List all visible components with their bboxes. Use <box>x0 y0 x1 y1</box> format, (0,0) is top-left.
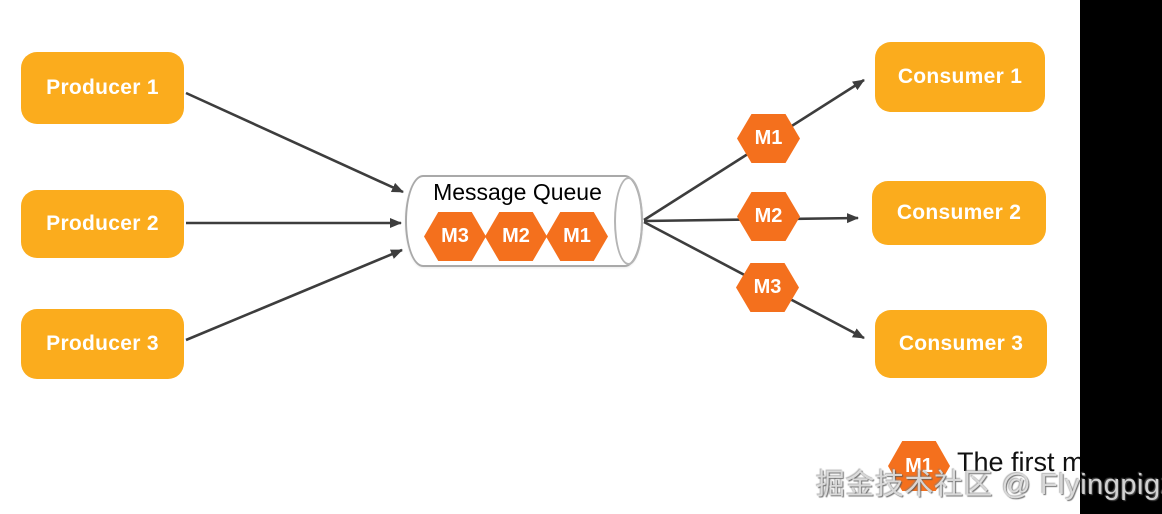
producer-2-label: Producer 2 <box>46 212 159 235</box>
in-flight-message-hexagon: M1 <box>737 114 800 163</box>
consumer-1-node: Consumer 1 <box>875 42 1045 112</box>
producer-1-node: Producer 1 <box>21 52 184 124</box>
arrow-producer3-to-queue <box>185 248 403 342</box>
queued-message-hexagon: M2 <box>485 212 547 261</box>
right-side-bar <box>1080 0 1162 514</box>
legend-message-hexagon: M1 <box>888 441 950 491</box>
producer-2-node: Producer 2 <box>21 190 184 258</box>
producer-1-label: Producer 1 <box>46 76 159 99</box>
legend-message-label: M1 <box>905 454 933 477</box>
in-flight-message-label: M1 <box>754 127 783 149</box>
in-flight-message-label: M2 <box>754 205 783 227</box>
consumer-3-label: Consumer 3 <box>898 332 1024 355</box>
consumer-3-node: Consumer 3 <box>875 310 1047 378</box>
queue-cylinder-cap <box>614 177 643 265</box>
in-flight-message-label: M3 <box>753 276 782 298</box>
in-flight-message-hexagon: M3 <box>736 263 799 312</box>
consumer-2-label: Consumer 2 <box>896 201 1022 224</box>
queued-message-hexagon: M3 <box>424 212 486 261</box>
producer-3-node: Producer 3 <box>21 309 184 379</box>
in-flight-message-hexagon: M2 <box>737 192 800 241</box>
queued-message-label: M2 <box>502 225 530 247</box>
legend-text: The first me <box>957 447 1100 477</box>
producer-3-label: Producer 3 <box>46 332 159 355</box>
consumer-1-label: Consumer 1 <box>897 65 1023 88</box>
consumer-2-node: Consumer 2 <box>872 181 1046 245</box>
queued-message-label: M3 <box>441 225 469 247</box>
queued-message-hexagon: M1 <box>546 212 608 261</box>
queue-title: Message Queue <box>433 179 602 205</box>
watermark-text: 掘金技术社区 @ Flyingpigz <box>816 469 1162 501</box>
queue-message-strip: M3 M2 M1 <box>424 212 608 261</box>
arrow-producer1-to-queue <box>185 91 404 194</box>
queued-message-label: M1 <box>563 225 591 247</box>
